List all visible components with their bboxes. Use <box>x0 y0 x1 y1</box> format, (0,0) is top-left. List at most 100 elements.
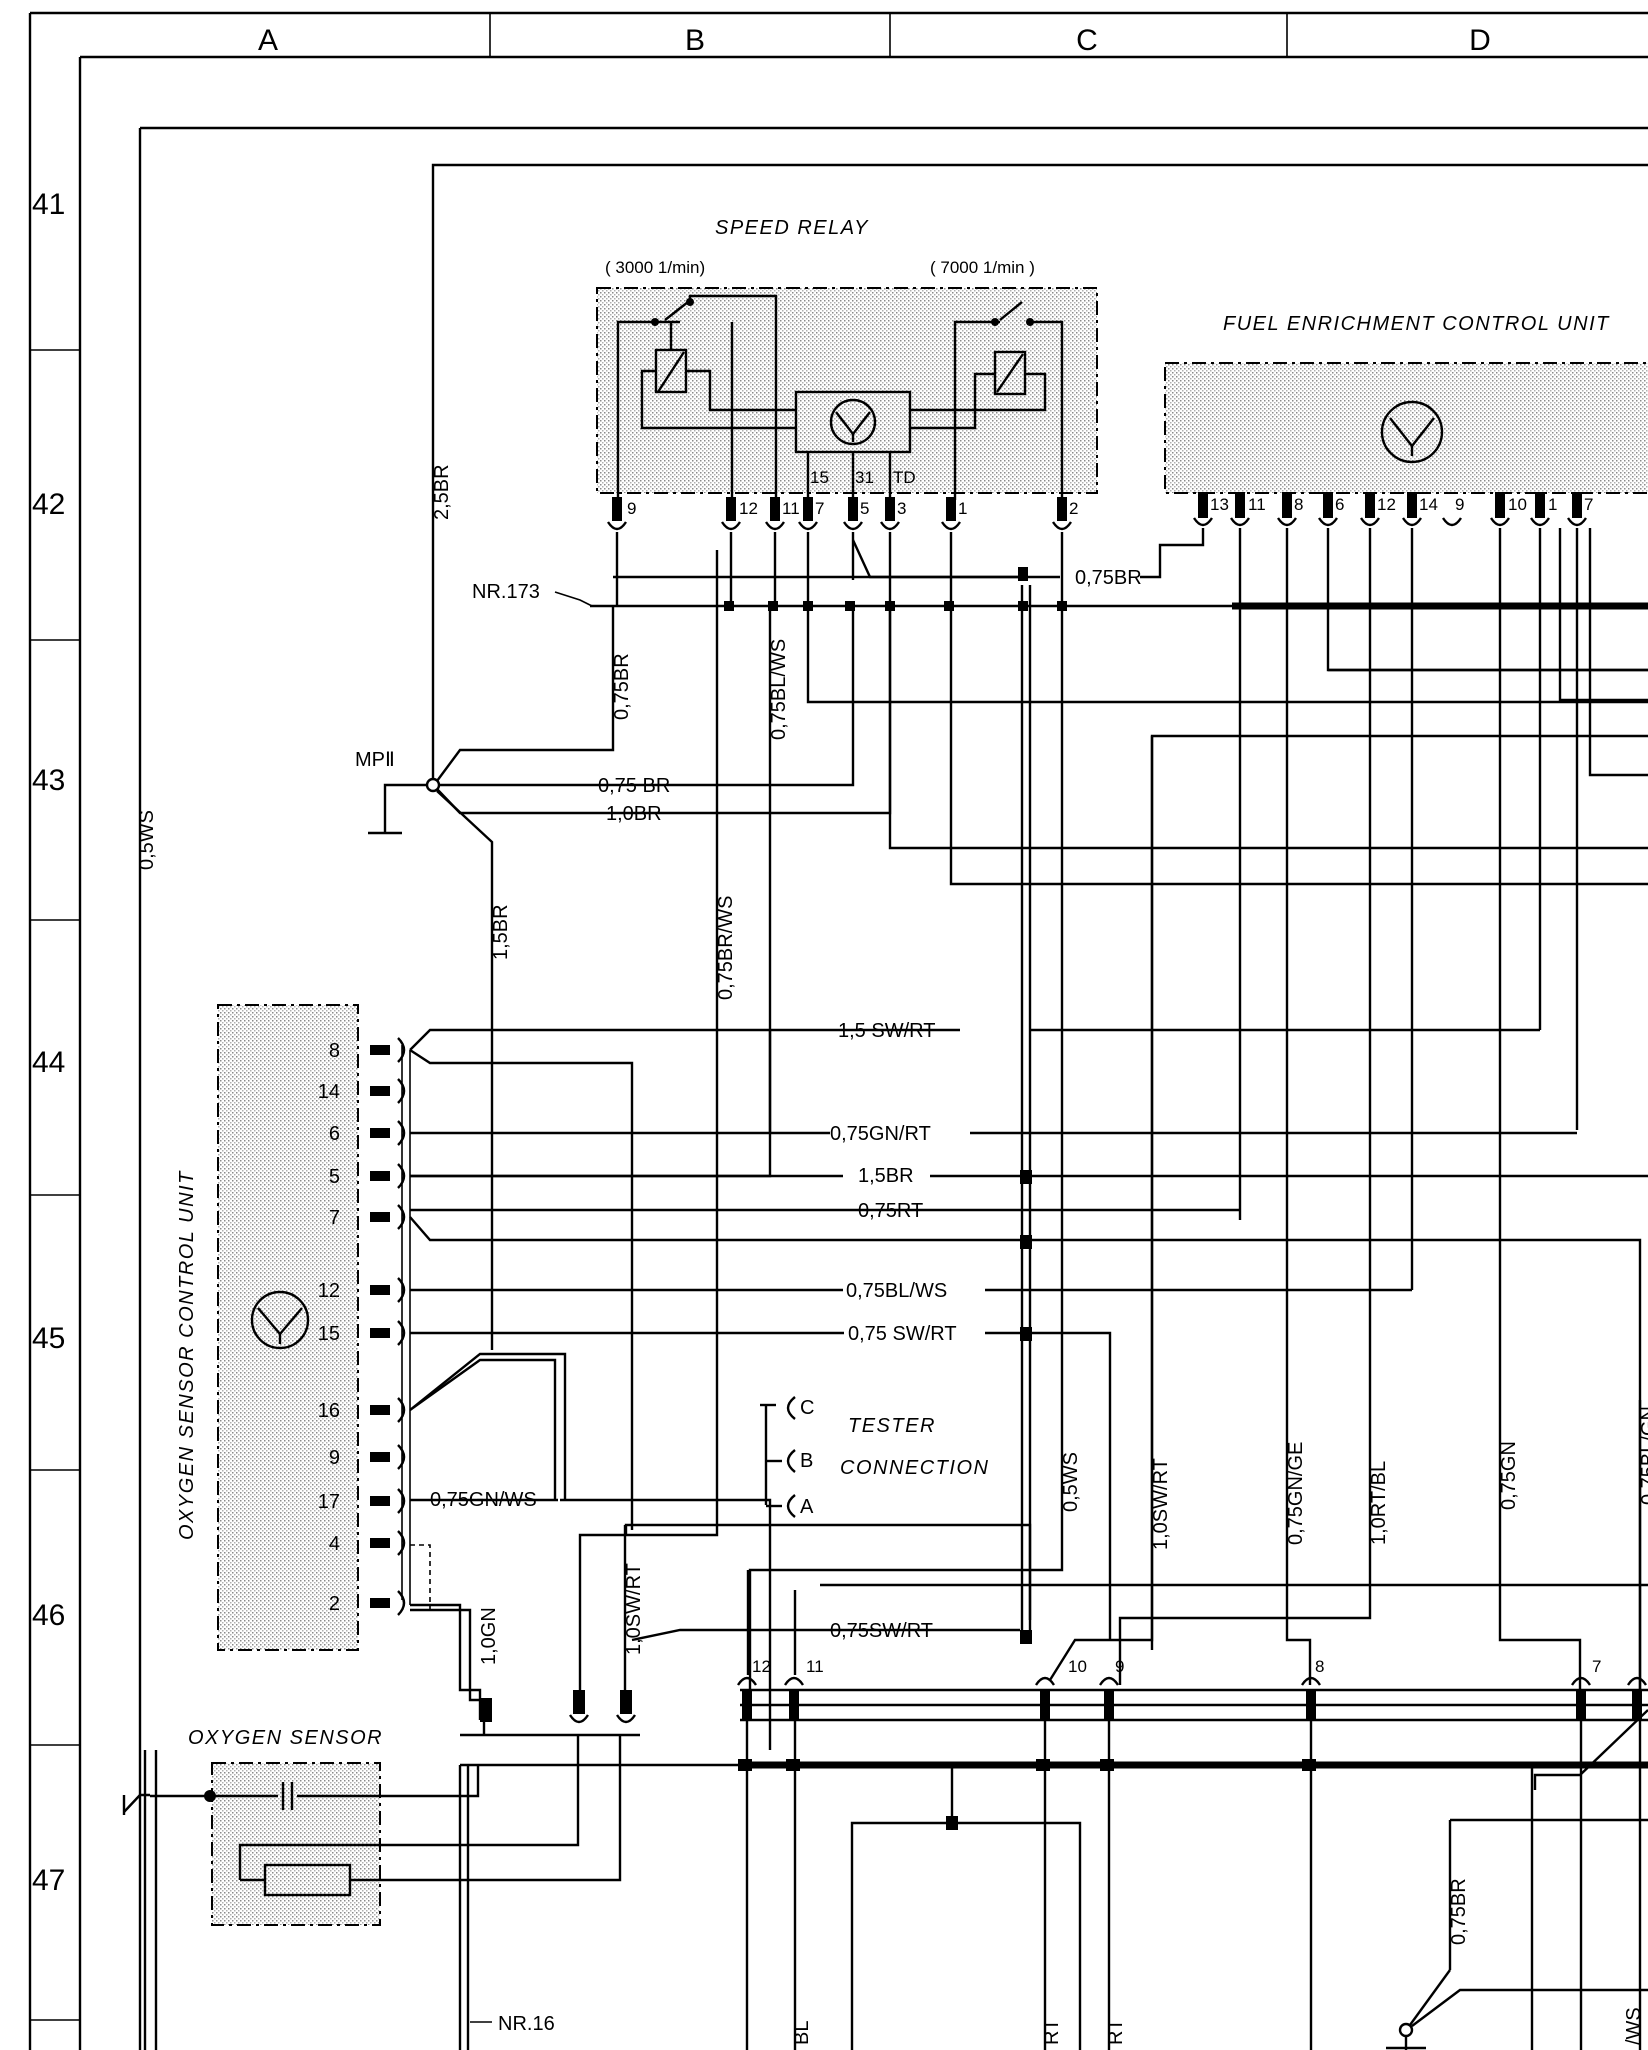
o2-pin-17: 17 <box>318 1491 340 1513</box>
wire-label-15br-vert: 1,5BR <box>490 904 512 960</box>
ground-point-mp2: MPⅡ 0,75 BR 1,0BR 0,75BR 0,75BL/WS 1,5BR <box>355 606 892 1350</box>
wire-label-075blgn: 0,75BL/GN <box>1638 1406 1648 1505</box>
bottom-label-bl: BL <box>791 2021 813 2045</box>
o2-pin-7: 7 <box>329 1207 340 1229</box>
row-46-label: 46 <box>32 1599 65 1632</box>
tester-title-1: TESTER <box>848 1415 936 1437</box>
oxygen-control-title: OXYGEN SENSOR CONTROL UNIT <box>176 1170 198 1540</box>
wire-label-05ws-left: 0,5WS <box>136 810 158 870</box>
relay-pin-3: 3 <box>897 499 906 518</box>
speed-relay-rating-left: ( 3000 1/min) <box>605 258 705 277</box>
grid-frame <box>28 11 1648 2050</box>
wire-label-075br-vert: 0,75BR <box>611 653 633 720</box>
wire-label-15swrt: 1,5 SW/RT <box>838 1020 935 1042</box>
wire-label-075blws-vert: 0,75BL/WS <box>768 639 790 740</box>
wire-label-10gn: 1,0GN <box>478 1607 500 1665</box>
column-a-label: A <box>258 24 278 57</box>
wire-label-075br-mp: 0,75 BR <box>598 775 670 797</box>
wire-label-10br-mp: 1,0BR <box>606 803 662 825</box>
o2-pin-14: 14 <box>318 1081 340 1103</box>
wire-label-075gn: 0,75GN <box>1498 1441 1520 1510</box>
fec-pin-13: 13 <box>1210 495 1229 514</box>
row-44-label: 44 <box>32 1046 65 1079</box>
strip-connectors <box>736 1676 1648 1720</box>
lower-right-ground: 0,75BR <box>1386 1818 1648 2050</box>
relay-pin-1: 1 <box>958 499 967 518</box>
strip-pin-7: 7 <box>1592 1657 1601 1676</box>
relay-terminal-15: 15 <box>810 468 829 487</box>
relay-pin-2: 2 <box>1069 499 1078 518</box>
tester-connection: C B A TESTER CONNECTION <box>760 1396 989 1518</box>
wire-label-05ws-vert: 0,5WS <box>1060 1452 1082 1512</box>
o2-lower-links: 1,0SW/RT 0,75SW/RT 1,0GN NR.16 <box>458 1525 1020 2050</box>
o2-pin-6: 6 <box>329 1123 340 1145</box>
bottom-label-rt-2: RT <box>1105 2019 1127 2045</box>
o2-vertical-wires: 0,75BR/WS <box>578 550 1032 1695</box>
strip-pin-12: 12 <box>752 1657 771 1676</box>
mid-vertical-group: 0,5WS 1,0SW/RT 0,75GN/GE 1,0RT/BL 0,75GN… <box>748 606 1648 1715</box>
row-45-label: 45 <box>32 1322 65 1355</box>
wire-label-075gnge: 0,75GN/GE <box>1285 1442 1307 1545</box>
rail-2-5br: 2,5BR <box>431 163 1648 785</box>
wire-label-075blws-h: 0,75BL/WS <box>846 1280 947 1302</box>
column-c-label: C <box>1076 24 1098 57</box>
relay-pin-11: 11 <box>782 499 800 518</box>
o2-pin-16: 16 <box>318 1400 340 1422</box>
o2-pin-9: 9 <box>329 1447 340 1469</box>
wire-label-075rt: 0,75RT <box>858 1200 923 1222</box>
fec-pin-6: 6 <box>1335 495 1344 514</box>
speed-relay-title: SPEED RELAY <box>715 217 869 239</box>
oxygen-control-box <box>217 1004 359 1651</box>
o2-pin-2: 2 <box>329 1593 340 1615</box>
o2-pin-plugs <box>370 1037 406 1616</box>
strip-pin-10: 10 <box>1068 1657 1087 1676</box>
relay-terminal-31: 31 <box>855 468 874 487</box>
wire-label-075swrt-h: 0,75 SW/RT <box>848 1323 957 1345</box>
relay-terminal-td: TD <box>893 468 916 487</box>
bottom-label-ws: /WS <box>1623 2007 1645 2045</box>
row-42-label: 42 <box>32 488 65 521</box>
wire-label-075br-top: 0,75BR <box>1075 567 1142 589</box>
relay-drops: 0,75BR <box>615 528 1205 606</box>
relay-pin-5: 5 <box>860 499 869 518</box>
fec-pin-7: 7 <box>1584 495 1593 514</box>
fec-pin-1: 1 <box>1548 495 1557 514</box>
label-nr16: NR.16 <box>498 2013 555 2035</box>
wire-label-10swrt-short: 1,0SW/RT <box>623 1563 645 1655</box>
o2-wire-labels: 1,5 SW/RT 0,75GN/RT 1,5BR 0,75RT 0,75BL/… <box>830 1020 957 1345</box>
row-labels: 41 42 43 44 45 46 47 <box>32 188 65 1897</box>
wire-label-075brws-vert: 0,75BR/WS <box>715 896 737 1000</box>
relay-pin-7: 7 <box>815 499 824 518</box>
strip-splices <box>738 1759 1316 1830</box>
row-43-label: 43 <box>32 764 65 797</box>
oxygen-sensor-title: OXYGEN SENSOR <box>188 1727 383 1749</box>
harness-nr173: NR.173 <box>472 567 1648 611</box>
wire-label-10rtbl: 1,0RT/BL <box>1368 1461 1390 1545</box>
speed-relay: SPEED RELAY ( 3000 1/min) ( 7000 1/min ) <box>596 217 1098 531</box>
strip-pin-11: 11 <box>806 1657 824 1676</box>
fec-pin-14: 14 <box>1419 495 1438 514</box>
wire-label-15br-h: 1,5BR <box>858 1165 914 1187</box>
fuel-enrichment-pins: 13 11 8 6 12 14 9 10 1 7 <box>1192 492 1593 527</box>
fec-pin-10: 10 <box>1508 495 1527 514</box>
label-nr173: NR.173 <box>472 581 540 603</box>
fuel-enrichment-unit: FUEL ENRICHMENT CONTROL UNIT 13 11 8 6 1… <box>1164 313 1648 527</box>
row-47-label: 47 <box>32 1864 65 1897</box>
o2-pin-5: 5 <box>329 1166 340 1188</box>
bottom-label-rt-1: RT <box>1041 2019 1063 2045</box>
right-feeds <box>806 606 1648 1650</box>
o2-pin-15: 15 <box>318 1323 340 1345</box>
oxygen-sensor: OXYGEN SENSOR <box>122 1727 622 2050</box>
tester-title-2: CONNECTION <box>840 1457 989 1479</box>
speed-relay-box <box>596 287 1098 494</box>
strip-pin-8: 8 <box>1315 1657 1324 1676</box>
column-labels: A B C D <box>258 24 1491 57</box>
fec-drops <box>1238 528 1648 1550</box>
wire-label-075swrt-low: 0,75SW/RT <box>830 1620 933 1642</box>
c-column-splices <box>1020 1170 1032 1644</box>
speed-relay-pins: 9 12 11 7 5 3 1 2 <box>606 497 1078 531</box>
wire-label-2-5br: 2,5BR <box>431 464 453 520</box>
fec-pin-12: 12 <box>1377 495 1396 514</box>
tester-pin-a: A <box>800 1496 814 1518</box>
relay-pin-9: 9 <box>627 499 636 518</box>
